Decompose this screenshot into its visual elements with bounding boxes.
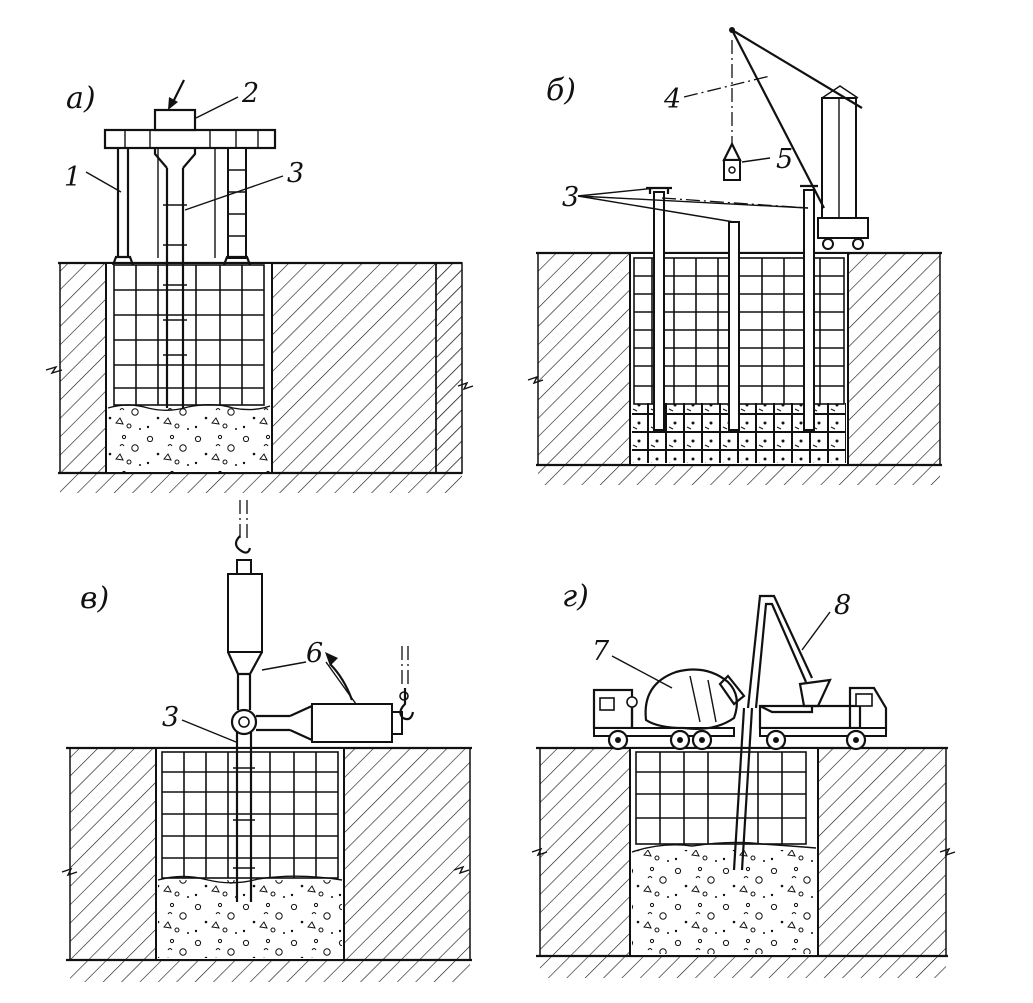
label-3-v: 3: [162, 702, 179, 733]
soil-left-a: [59, 262, 107, 474]
pump-truck: [746, 594, 888, 751]
soil-bottom-a: [60, 473, 462, 493]
label-2-a: 2: [241, 78, 259, 109]
concrete-g: [632, 850, 816, 954]
soil-bottom-b: [538, 465, 940, 485]
concrete-a: [108, 408, 270, 472]
rebar-cage-g: [635, 751, 807, 845]
label-4-b: 4: [663, 84, 681, 115]
panel-b: б) 3 4 5: [527, 27, 942, 485]
label-1-a: 1: [64, 162, 81, 193]
crane-b: [729, 27, 869, 250]
rebar-cage-a: [113, 264, 265, 406]
soil-right-v: [343, 747, 471, 961]
soil-left-b: [537, 252, 631, 466]
soil-right-b: [847, 252, 941, 466]
label-7-g: 7: [592, 636, 610, 667]
soil-left-v: [69, 747, 157, 961]
soil-right-a: [435, 262, 463, 474]
hopper-and-tremie-a: [153, 108, 197, 408]
mixer-truck: [592, 668, 746, 751]
panel-a: а) 1 2 3: [45, 78, 474, 493]
panel-a-letter: а): [66, 81, 96, 116]
soil-middle-a: [271, 262, 437, 474]
panel-v-letter: в): [80, 581, 109, 616]
soil-bottom-g: [540, 956, 946, 978]
hanging-section-v: [226, 500, 263, 710]
soil-left-g: [539, 747, 631, 957]
label-6-v: 6: [306, 638, 323, 669]
panel-v: в) 3 6: [61, 500, 472, 982]
label-8-g: 8: [834, 590, 851, 621]
panel-b-letter: б): [546, 73, 576, 108]
soil-bottom-v: [70, 960, 470, 982]
panel-g: г) 7 8: [531, 579, 956, 978]
portal-frame: [103, 128, 277, 266]
label-3-b: 3: [562, 182, 579, 213]
label-3-a: 3: [287, 158, 304, 189]
soil-right-g: [817, 747, 947, 957]
tremie-pipe-v: [230, 708, 258, 902]
panel-g-letter: г): [562, 579, 589, 614]
hanging-pipe-b: [722, 141, 742, 181]
horizontal-section-v: [256, 646, 415, 743]
tremie-pipes-b: [646, 184, 818, 431]
label-5-b: 5: [776, 144, 793, 175]
